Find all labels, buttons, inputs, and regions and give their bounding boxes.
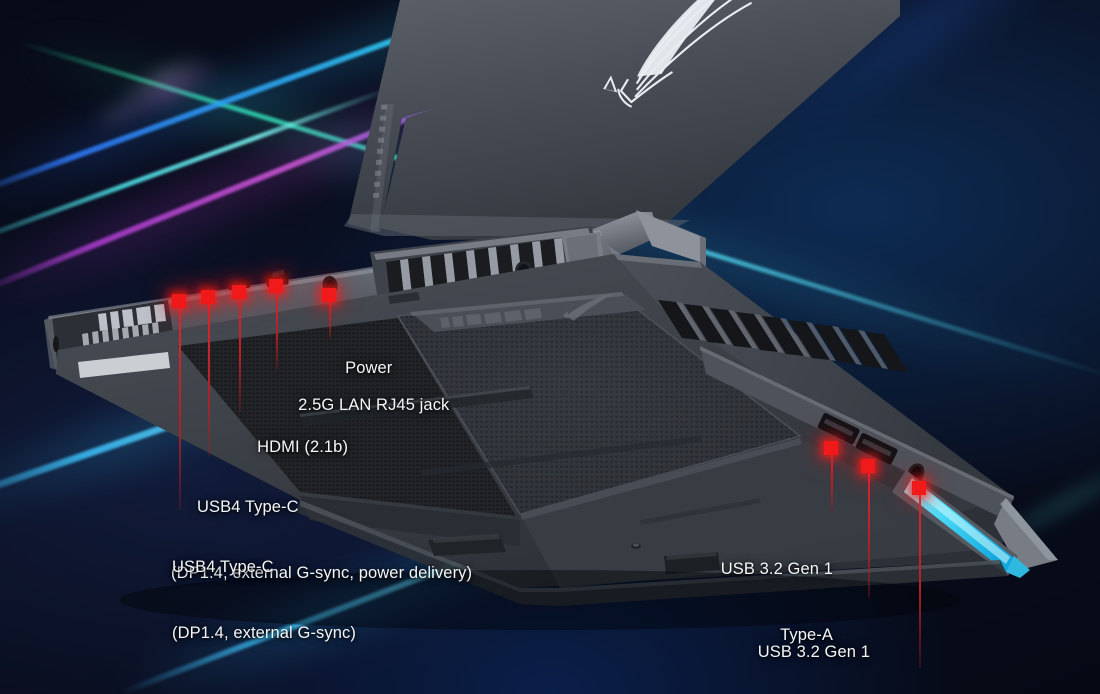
callout-usb32-2-line1: USB 3.2 Gen 1 bbox=[757, 643, 870, 661]
marker-hdmi bbox=[232, 285, 246, 299]
marker-usb32-1 bbox=[824, 441, 838, 455]
lid-slash-decoration bbox=[370, 104, 394, 232]
callout-label-power: Power bbox=[317, 335, 392, 401]
marker-usb4-1 bbox=[172, 294, 186, 308]
rog-eye-logo bbox=[603, 0, 754, 108]
leader-line-hdmi bbox=[239, 292, 241, 412]
leader-line-audio bbox=[919, 488, 921, 668]
callout-usb4-pd-line2: (DP1.4, external G-sync, power delivery) bbox=[171, 564, 473, 582]
callout-label-audio: Audio jack bbox=[808, 668, 968, 694]
callout-label-lan: 2.5G LAN RJ45 jack bbox=[270, 372, 449, 438]
leader-line-usb4-1 bbox=[179, 302, 181, 510]
callout-label-usb32-1: USB 3.2 Gen 1 Type-A bbox=[633, 514, 833, 690]
callout-label-usb32-2: USB 3.2 Gen 1 Type-A bbox=[670, 597, 870, 694]
callout-hdmi-line1: HDMI (2.1b) bbox=[257, 438, 349, 456]
callout-usb4-pd-line1: USB4 Type-C bbox=[197, 498, 299, 516]
callout-usb32-1-line1: USB 3.2 Gen 1 bbox=[720, 560, 833, 578]
marker-lan bbox=[269, 279, 283, 293]
marker-usb32-2 bbox=[861, 459, 875, 473]
front-light-bar-assembly bbox=[892, 470, 1030, 578]
marker-audio bbox=[912, 481, 926, 495]
callout-lan-line1: 2.5G LAN RJ45 jack bbox=[298, 396, 450, 414]
leader-line-power bbox=[329, 295, 331, 339]
callout-usb4-line2: (DP1.4, external G-sync) bbox=[172, 624, 356, 642]
callout-power-line1: Power bbox=[345, 359, 393, 377]
lid-main bbox=[348, 0, 900, 232]
callout-label-usb4-pd: USB4 Type-C (DP1.4, external G-sync, pow… bbox=[171, 452, 472, 628]
usb-a-port-2 bbox=[855, 433, 898, 465]
front-edge-strip bbox=[296, 500, 1008, 606]
usb-a-port-1 bbox=[817, 413, 860, 445]
right-side-edge bbox=[614, 254, 1058, 570]
lid-panel bbox=[380, 0, 900, 240]
leader-line-usb32-2 bbox=[868, 466, 870, 598]
right-vent-slats bbox=[658, 300, 908, 372]
marker-power bbox=[322, 288, 336, 302]
marker-usb4-2 bbox=[201, 290, 215, 304]
callout-label-hdmi: HDMI (2.1b) bbox=[229, 414, 348, 480]
leader-line-usb4-2 bbox=[208, 298, 210, 456]
leader-line-usb32-1 bbox=[831, 448, 833, 512]
callout-usb32-1-line2: Type-A bbox=[780, 626, 833, 644]
rog-nameplate bbox=[410, 292, 646, 332]
leader-line-lan bbox=[276, 286, 278, 370]
callout-label-usb4: USB4 Type-C (DP1.4, external G-sync) bbox=[172, 512, 356, 688]
callout-usb4-line1: USB4 Type-C bbox=[172, 558, 274, 576]
laptop-lid bbox=[344, 0, 900, 240]
rubber-feet bbox=[78, 352, 720, 574]
